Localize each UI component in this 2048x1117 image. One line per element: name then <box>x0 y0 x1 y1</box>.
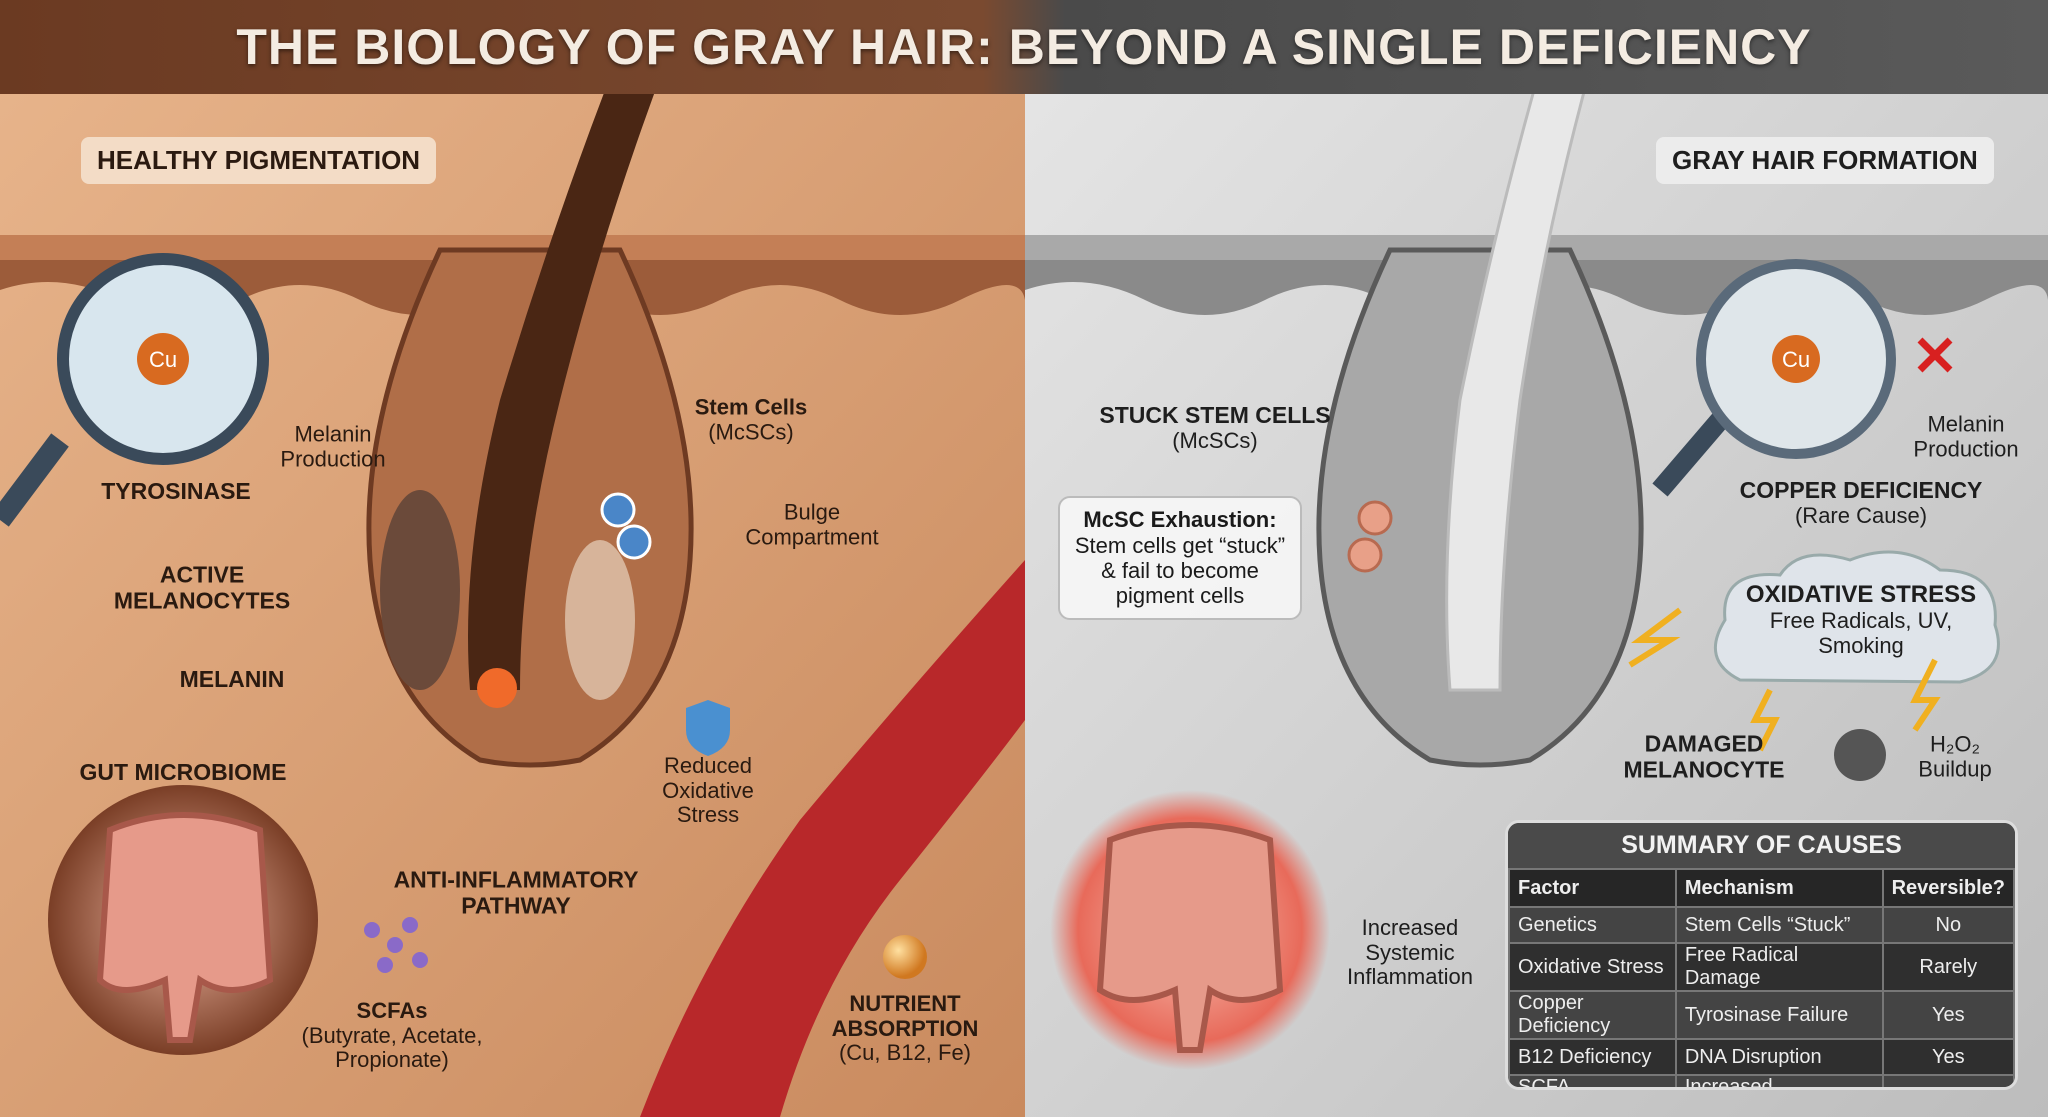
header-mechanism: Mechanism <box>1674 868 1884 908</box>
cell: No <box>1881 906 2015 944</box>
white-hair-shaft <box>1445 0 1612 692</box>
healthy-panel-label: HEALTHY PIGMENTATION <box>81 137 437 184</box>
cell: DNA Disruption <box>1674 1038 1884 1076</box>
nutrient-orb <box>883 935 927 979</box>
stuck-stem-cells-label: STUCK STEM CELLS(McSCs) <box>1099 401 1331 453</box>
cell: Stem Cells “Stuck” <box>1674 906 1884 944</box>
title-bar: THE BIOLOGY OF GRAY HAIR: BEYOND A SINGL… <box>0 0 2048 94</box>
cell: Yes <box>1881 990 2015 1040</box>
cell: Rarely <box>1881 942 2015 992</box>
stuck-stem-cell <box>1347 537 1383 573</box>
lightning-icon <box>1750 688 1780 752</box>
copper-atom <box>137 333 189 385</box>
table-row: SCFA DeficiencyIncreased InflammationInd… <box>1508 1074 2015 1087</box>
damaged-melanocyte <box>1834 729 1886 781</box>
blood-vessel <box>640 560 1025 1117</box>
cell: Yes <box>1881 1038 2015 1076</box>
stem-cell <box>600 492 636 528</box>
header-reversible: Reversible? <box>1881 868 2015 908</box>
scfa-molecules <box>364 917 428 973</box>
cell: Copper Deficiency <box>1508 990 1677 1040</box>
magnifier-handle <box>0 433 69 527</box>
oxidative-stress-cloud <box>1713 550 2000 684</box>
stuck-stem-cell <box>1357 500 1393 536</box>
summary-table: SUMMARY OF CAUSES Factor Mechanism Rever… <box>1505 820 2018 1090</box>
scfas-label: SCFAs(Butyrate, Acetate,Propionate) <box>301 998 483 1073</box>
copper-deficiency-label: COPPER DEFICIENCY(Rare Cause) <box>1739 476 1983 528</box>
cu-label: Cu <box>149 347 177 372</box>
summary-title: SUMMARY OF CAUSES <box>1508 823 2015 868</box>
cell: Increased Inflammation <box>1674 1074 1884 1087</box>
x-mark-icon <box>1917 337 1953 373</box>
gray-panel-label: GRAY HAIR FORMATION <box>1656 137 1994 184</box>
cell: Oxidative Stress <box>1508 942 1677 992</box>
cell: Free Radical Damage <box>1674 942 1884 992</box>
stem-cells-label: Stem Cells(McSCs) <box>694 394 808 444</box>
gut-microbiome-label: GUT MICROBIOME <box>79 759 287 786</box>
mcsc-exhaustion-box: McSC Exhaustion: Stem cells get “stuck”&… <box>1058 496 1302 620</box>
dark-hair-shaft <box>468 0 690 690</box>
tyrosinase-label: TYROSINASE <box>101 478 251 505</box>
cell: Tyrosinase Failure <box>1674 990 1884 1040</box>
header-factor: Factor <box>1508 868 1677 908</box>
stem-cell <box>616 524 652 560</box>
active-melanocytes-cluster <box>380 490 460 690</box>
cu-label: Cu <box>1782 347 1810 372</box>
table-header-row: Factor Mechanism Reversible? <box>1508 868 2015 908</box>
cell: Genetics <box>1508 906 1677 944</box>
melanin-label: MELANIN <box>179 666 285 693</box>
cell: B12 Deficiency <box>1508 1038 1677 1076</box>
page-title: THE BIOLOGY OF GRAY HAIR: BEYOND A SINGL… <box>236 19 1812 75</box>
cell: Indirectly <box>1881 1074 2015 1087</box>
dermal-papilla <box>477 668 517 708</box>
cell: SCFA Deficiency <box>1508 1074 1677 1087</box>
lightning-icon <box>1628 607 1682 668</box>
shield-check-icon <box>686 700 730 756</box>
lightning-icon <box>1910 658 1941 732</box>
